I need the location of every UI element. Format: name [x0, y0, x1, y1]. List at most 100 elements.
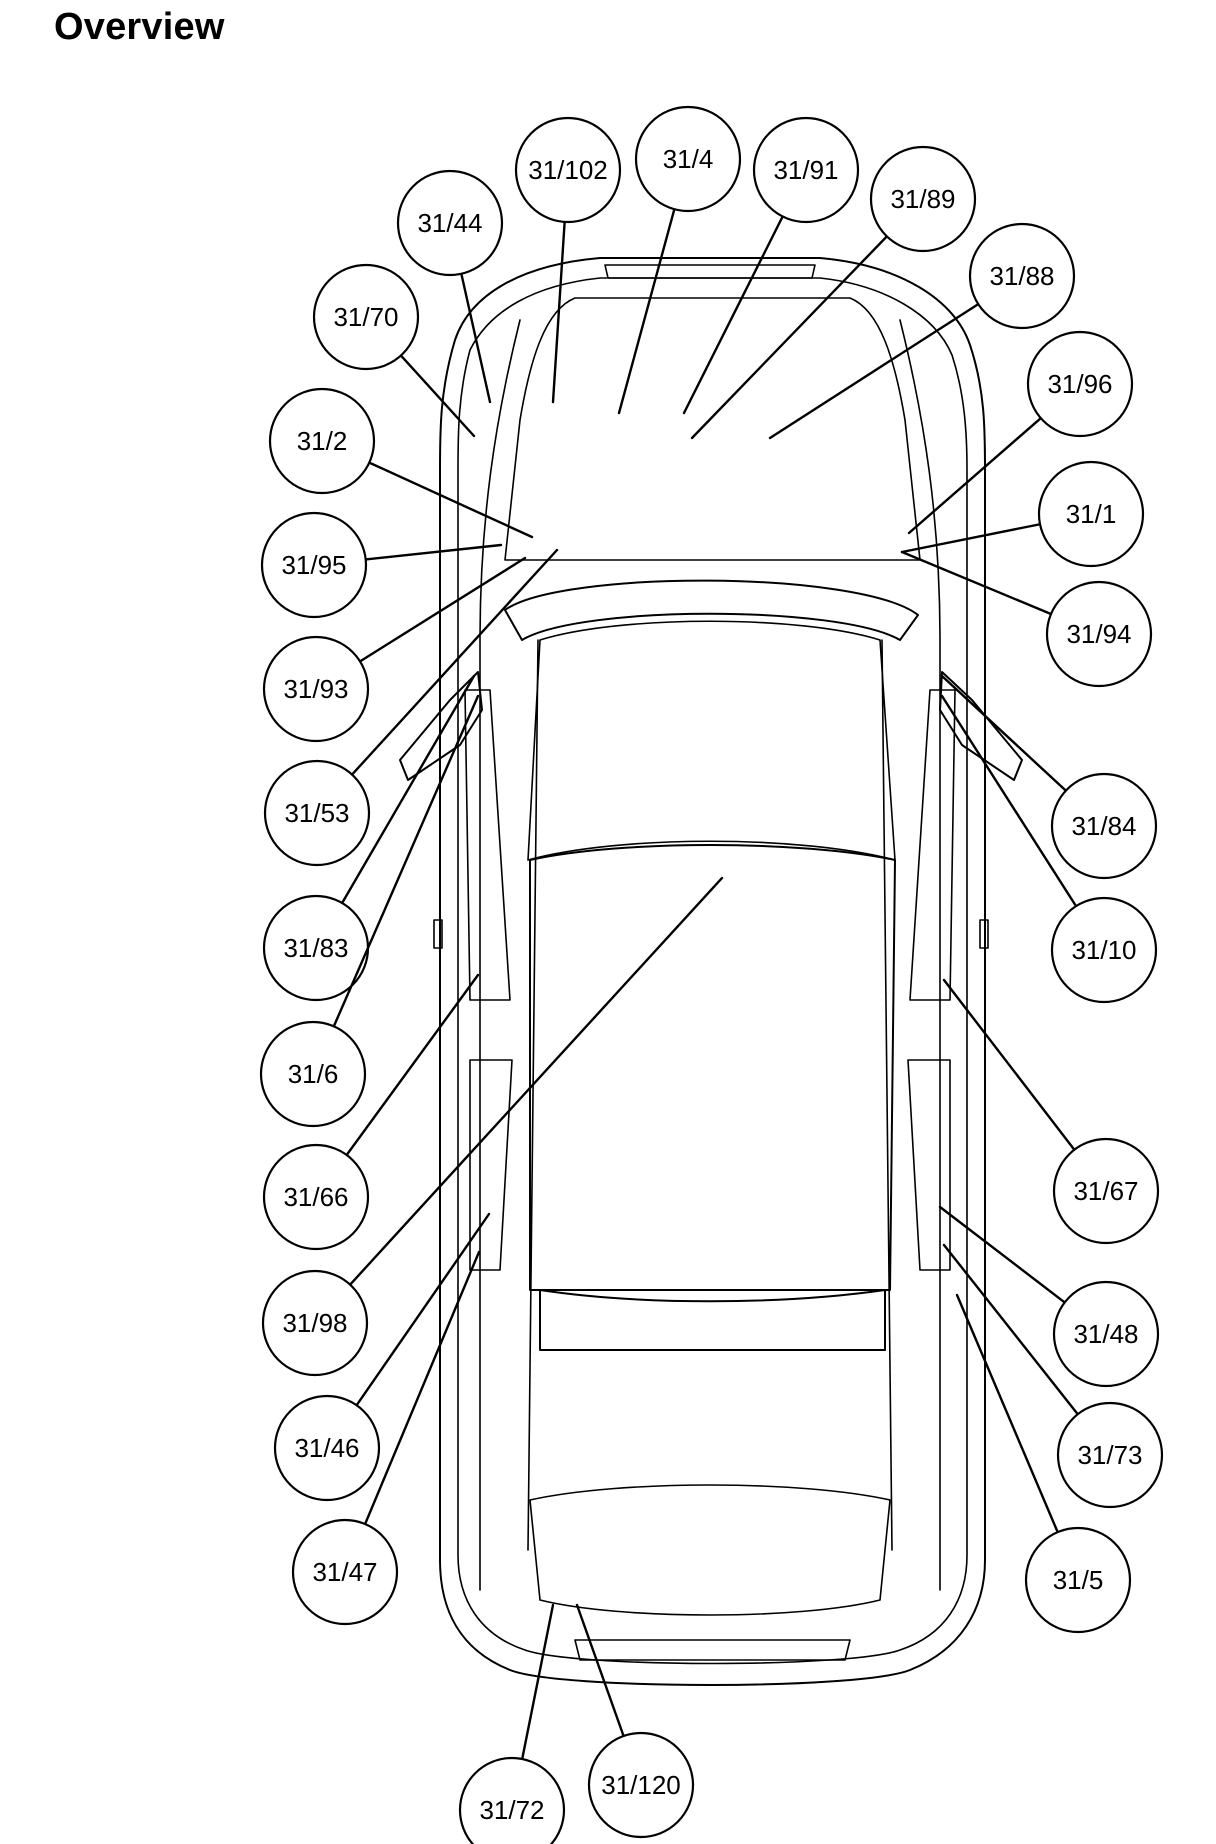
callout-label: 31/47	[312, 1557, 377, 1587]
right-inner-rail	[881, 639, 893, 1551]
callout: 31/46	[273, 1212, 491, 1502]
callout-label: 31/102	[528, 155, 608, 185]
callout-label: 31/46	[294, 1433, 359, 1463]
callout: 31/91	[682, 116, 860, 415]
page-title: Overview	[54, 6, 225, 48]
callout: 31/94	[900, 550, 1153, 688]
callout-label: 31/94	[1066, 619, 1131, 649]
callout: 31/95	[260, 511, 503, 619]
callout-leader-line	[940, 674, 1068, 792]
callout-circle	[1050, 772, 1158, 880]
callout-leader-line	[355, 1212, 491, 1407]
callout: 31/102	[514, 116, 622, 404]
left-front-door-window	[464, 689, 511, 1001]
roof	[527, 620, 896, 861]
callout-leader-line	[900, 550, 1053, 616]
callout-circle	[634, 105, 742, 213]
front-grille	[604, 264, 816, 279]
callout: 31/6	[259, 694, 480, 1128]
callout-circle	[1037, 460, 1145, 568]
callout-label: 31/4	[663, 144, 714, 174]
callout: 31/2	[268, 387, 534, 539]
callout-leader-line	[938, 1205, 1066, 1304]
callout-leader-line	[340, 674, 476, 905]
callout: 31/120	[575, 1603, 695, 1839]
windscreen	[504, 579, 919, 641]
roof-panel	[529, 844, 896, 1291]
callout-leader-line	[364, 543, 503, 561]
callout: 31/84	[940, 674, 1158, 880]
callout-leader-line	[682, 215, 784, 415]
callout-leader-line	[940, 694, 1078, 908]
callout: 31/83	[262, 674, 476, 1002]
callout-label: 31/83	[283, 933, 348, 963]
callout-label: 31/96	[1047, 369, 1112, 399]
right-rear-door-window	[907, 1059, 951, 1271]
callout-label: 31/70	[333, 302, 398, 332]
callout-leader-line	[551, 220, 566, 404]
callout: 31/93	[262, 556, 527, 743]
car-outline	[399, 257, 1023, 1686]
callout-leader-line	[363, 1250, 481, 1526]
callout: 31/10	[940, 694, 1158, 1004]
callout-circle	[260, 511, 368, 619]
callout-circle	[1052, 1137, 1160, 1245]
callout: 31/1	[900, 460, 1145, 568]
callout-leader-line	[345, 973, 480, 1157]
callout-label: 31/10	[1071, 935, 1136, 965]
callout-label: 31/72	[479, 1795, 544, 1825]
callout-circle	[1052, 1280, 1160, 1388]
callout-circle	[869, 145, 977, 253]
callout-circle	[968, 222, 1076, 330]
rear-bumper	[574, 1639, 851, 1661]
callout-label: 31/89	[890, 184, 955, 214]
callout: 31/5	[955, 1293, 1132, 1634]
callout-circle	[514, 116, 622, 224]
callout: 31/44	[396, 169, 504, 404]
right-front-door-window	[909, 689, 956, 1001]
callout-label: 31/93	[283, 674, 348, 704]
left-inner-rail	[527, 639, 539, 1551]
callout-circle	[1050, 896, 1158, 1004]
callout: 31/96	[907, 330, 1134, 535]
callout-label: 31/84	[1071, 811, 1136, 841]
callout-circle	[587, 1731, 695, 1839]
callout-leader-line	[332, 694, 480, 1028]
callout: 31/89	[690, 145, 977, 440]
callout-circle	[752, 116, 860, 224]
callout-leader-line	[907, 416, 1042, 535]
callout: 31/66	[262, 973, 480, 1251]
trunk-lid	[529, 1484, 891, 1616]
callout-leader-line	[348, 876, 724, 1286]
callout-circle	[1045, 580, 1153, 688]
callout-leader-line	[368, 461, 534, 539]
callout: 31/53	[263, 548, 559, 867]
left-rear-door-window	[469, 1059, 513, 1271]
callout-circle	[1056, 1401, 1164, 1509]
callout-leader-line	[399, 354, 476, 438]
callout-label: 31/2	[297, 426, 348, 456]
left-side-rail	[479, 319, 521, 1591]
callout-label: 31/5	[1053, 1565, 1104, 1595]
callout: 31/98	[261, 876, 724, 1377]
right-mirror	[939, 671, 1023, 781]
callout-leader-line	[575, 1603, 625, 1738]
callout-label: 31/67	[1073, 1176, 1138, 1206]
callout-circle	[1026, 330, 1134, 438]
callout: 31/73	[942, 1243, 1164, 1509]
callout-leader-line	[900, 523, 1042, 554]
callout: 31/48	[938, 1205, 1160, 1388]
callout-leader-line	[350, 548, 559, 776]
callout-circle	[262, 1143, 370, 1251]
callout-circle	[263, 759, 371, 867]
callout-label: 31/1	[1066, 499, 1117, 529]
callout-leader-line	[942, 1243, 1079, 1416]
callout-leader-line	[768, 302, 980, 440]
callout-label: 31/95	[281, 550, 346, 580]
callout: 31/4	[617, 105, 742, 415]
callout-leader-line	[520, 1603, 555, 1761]
callout-circle	[262, 635, 370, 743]
callout-label: 31/73	[1077, 1440, 1142, 1470]
callout-label: 31/48	[1073, 1319, 1138, 1349]
